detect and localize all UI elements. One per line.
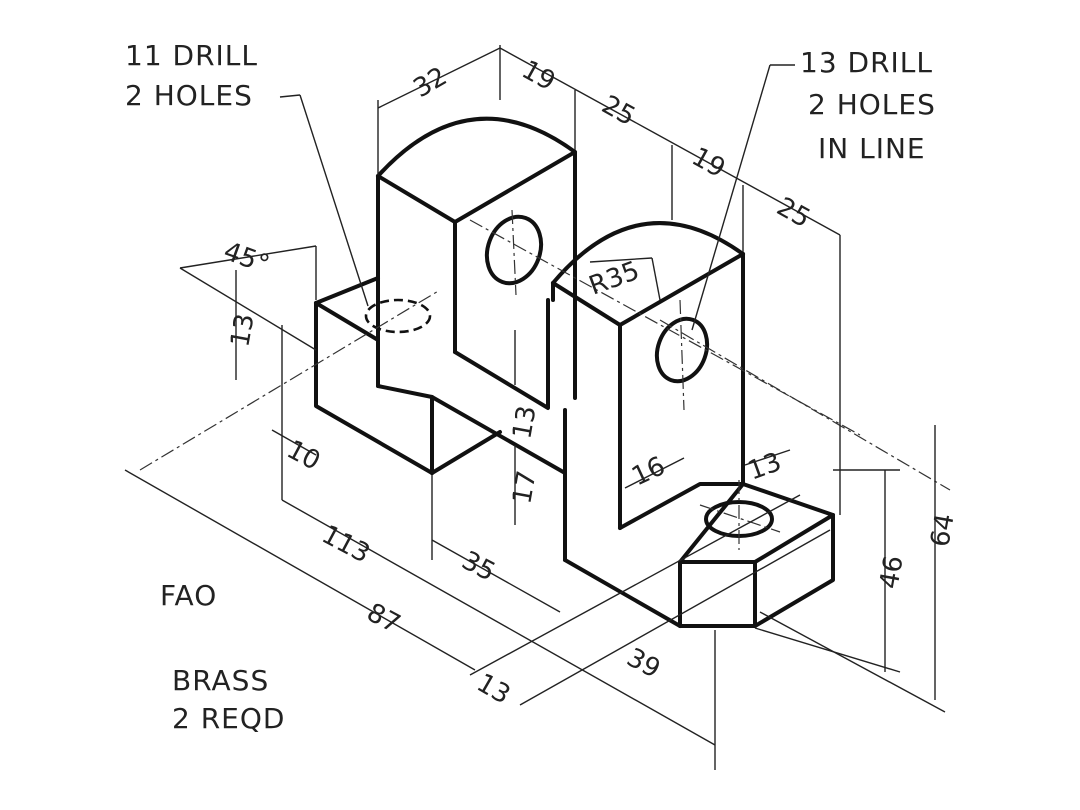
note-11-drill-holes: 2 HOLES [125,79,253,112]
hole-hidden-wing [364,298,432,334]
note-13-drill-in-line: IN LINE [818,132,926,165]
dim-25a: 25 [597,90,640,132]
hole-right-pillar [654,316,710,384]
note-13-drill-holes: 2 HOLES [808,88,936,121]
dim-39: 39 [622,643,665,685]
drawing-notes: 11 DRILL 2 HOLES 13 DRILL 2 HOLES IN LIN… [125,39,936,735]
dim-87: 87 [362,598,405,640]
note-material: BRASS [172,664,269,697]
dimension-lines [124,45,946,770]
centre-lines [139,209,951,550]
dim-32: 32 [409,62,453,105]
dim-13-left: 13 [225,311,260,349]
dim-17: 17 [507,468,542,506]
drill-holes [364,214,774,538]
dim-35: 35 [457,546,500,588]
note-quantity: 2 REQD [172,702,285,735]
note-13-drill: 13 DRILL [800,46,933,79]
dim-46: 46 [874,553,909,591]
dim-64: 64 [925,511,960,549]
dim-113: 113 [317,520,375,570]
dim-r35: R35 [585,256,643,302]
dim-13-slot: 13 [507,403,542,441]
dim-angle-45: 45° [220,236,274,280]
note-11-drill: 11 DRILL [125,39,258,72]
dim-10: 10 [282,435,325,477]
dim-16: 16 [627,451,670,492]
dim-13-bottom: 13 [472,668,516,711]
hole-left-pillar [484,214,544,286]
note-fao: FAO [160,579,217,612]
dim-19b: 19 [687,142,730,184]
part-outline [314,116,835,628]
dim-25b: 25 [772,192,815,234]
